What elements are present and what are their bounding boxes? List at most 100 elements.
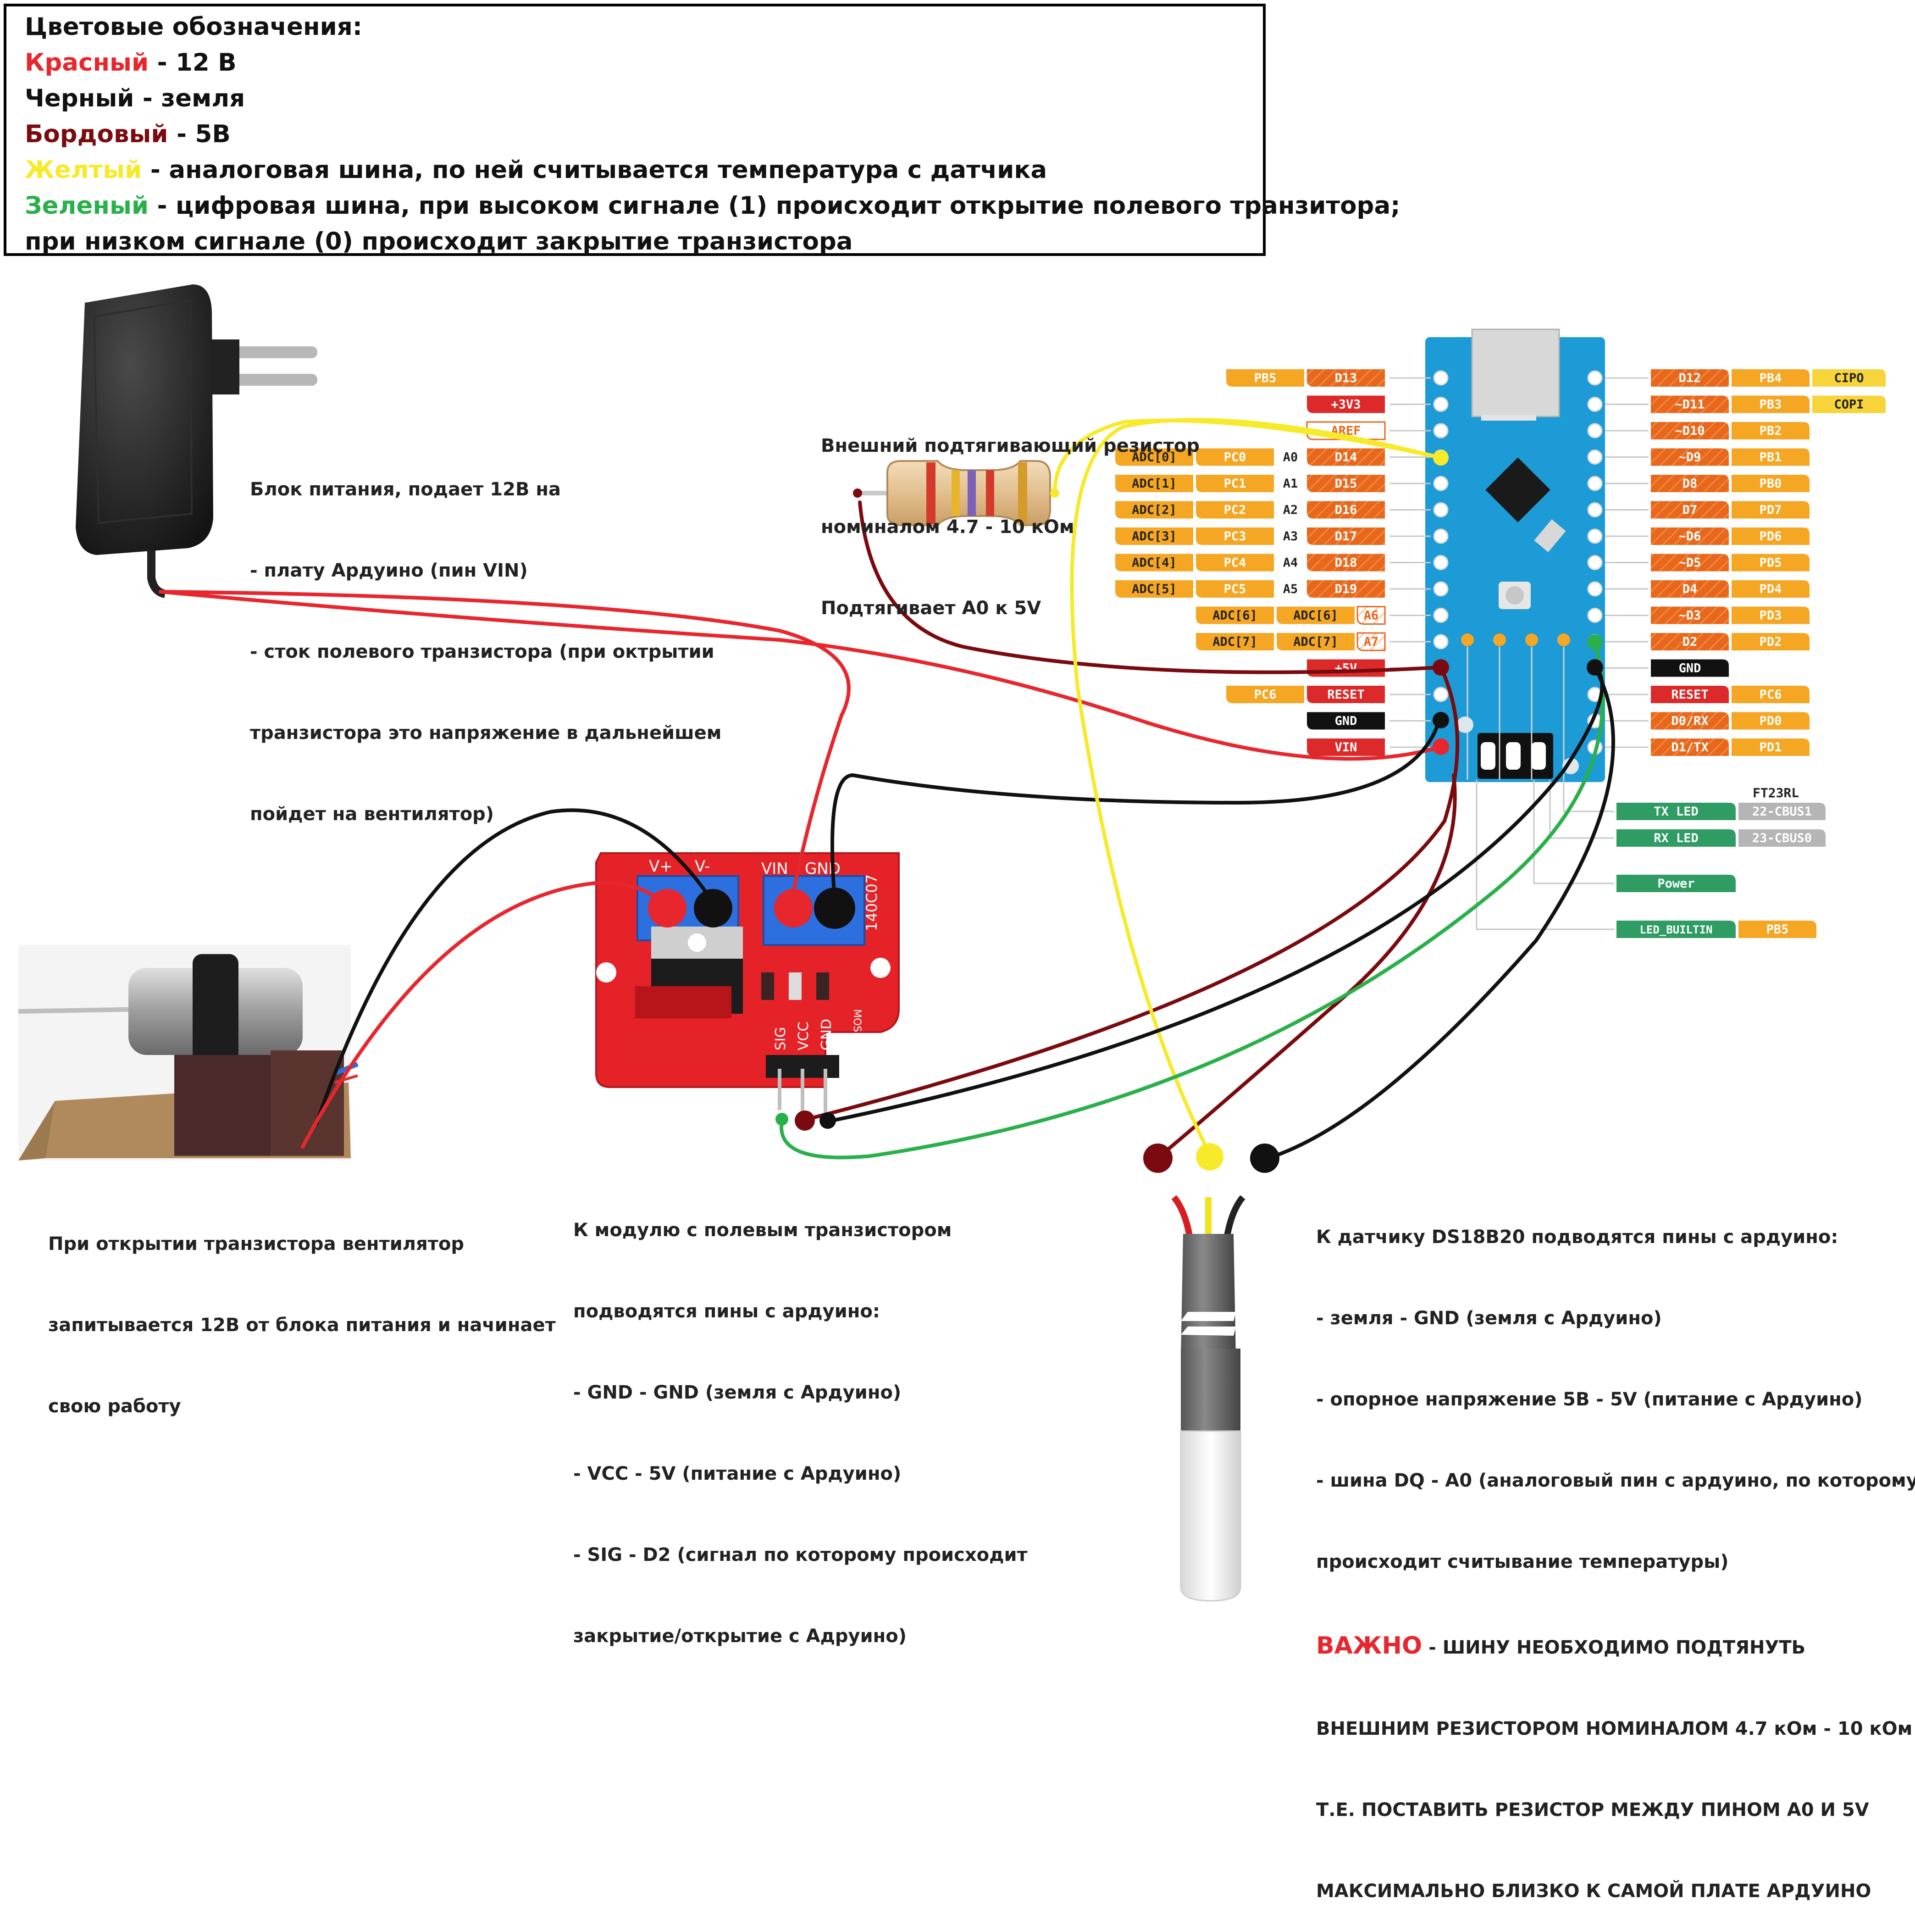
pin-label: RESET <box>1307 686 1385 703</box>
svg-text:A0: A0 <box>1283 450 1298 465</box>
wire-gnd-to-mosfet-gnd <box>830 716 1442 901</box>
pin-hole <box>1587 502 1603 517</box>
note-line: К модулю с полевым транзистором <box>573 1220 952 1241</box>
note-line: - сток полевого транзистора (при октрыти… <box>250 641 714 662</box>
note-line: подводятся пины с ардуино: <box>573 1301 880 1322</box>
svg-text:D18: D18 <box>1335 556 1357 570</box>
svg-text:A2: A2 <box>1283 503 1298 517</box>
pin-hole <box>1433 397 1449 412</box>
mount-hole <box>1562 758 1579 774</box>
svg-text:23-CBUS0: 23-CBUS0 <box>1752 831 1812 845</box>
pin-label: LED_BUILTIN <box>1616 921 1736 938</box>
resistor-note: Внешний подтягивающий резистор номиналом… <box>821 378 1200 649</box>
dot-board-gnd-right <box>1587 659 1603 676</box>
pin-label: D14 <box>1307 448 1385 466</box>
led-dot <box>1525 633 1538 646</box>
icsp-pin <box>1506 742 1521 770</box>
power-supply-note: Блок питания, подает 12В на - плату Арду… <box>250 422 721 855</box>
dot-mosfet-vplus <box>648 889 686 927</box>
dot-probe-5v <box>1143 1144 1173 1173</box>
pin-label: A0 <box>1277 448 1304 466</box>
pin-label: D0/RX <box>1651 712 1729 730</box>
wire-5v-to-resistor <box>858 500 1442 674</box>
svg-text:D19: D19 <box>1335 582 1357 596</box>
pin-hole <box>1587 397 1603 412</box>
legend-item-black: Черный - земля <box>25 81 1245 117</box>
pin-hole <box>1587 528 1603 544</box>
pin-hole <box>1587 370 1603 386</box>
pin-label: VIN <box>1307 738 1385 756</box>
legend-desc-black: Черный - земля <box>25 84 245 112</box>
pin-hole <box>1433 476 1449 491</box>
svg-text:PB5: PB5 <box>1766 922 1789 937</box>
wire-5v-to-mosfet-vcc <box>805 666 1460 1121</box>
svg-text:GND: GND <box>1335 714 1357 728</box>
svg-text:A4: A4 <box>1283 556 1298 570</box>
color-legend: Цветовые обозначения: Красный - 12 В Чер… <box>4 4 1400 256</box>
svg-text:ADC[1]: ADC[1] <box>1132 477 1177 491</box>
pin-label: CIPO <box>1812 369 1886 387</box>
svg-text:22-CBUS1: 22-CBUS1 <box>1752 805 1812 819</box>
pin-label: D16 <box>1307 501 1385 519</box>
pin-label: PB5 <box>1226 369 1304 387</box>
svg-text:PC6: PC6 <box>1760 688 1782 702</box>
pin-label: ADC[7] <box>1277 633 1355 650</box>
power-adapter-picture <box>76 284 317 598</box>
svg-text:TX LED: TX LED <box>1654 805 1699 819</box>
pin-label: RX LED <box>1616 829 1736 847</box>
svg-text:ADC[7]: ADC[7] <box>1293 635 1338 649</box>
pin-label: PD4 <box>1732 580 1810 598</box>
svg-text:PD7: PD7 <box>1760 503 1782 517</box>
svg-text:D16: D16 <box>1335 503 1357 517</box>
pin-hole <box>1587 555 1603 570</box>
svg-text:D15: D15 <box>1335 477 1357 491</box>
pin-hole <box>1433 687 1449 702</box>
svg-text:~D10: ~D10 <box>1675 424 1705 438</box>
note-line: закрытие/открытие с Адруино) <box>573 1626 907 1647</box>
dot-board-a0 <box>1433 450 1449 466</box>
svg-text:A1: A1 <box>1283 477 1298 491</box>
pin-hole <box>1587 476 1603 491</box>
svg-text:PC6: PC6 <box>1254 688 1277 702</box>
note-line: При открытии транзистора вентилятор <box>48 1233 465 1255</box>
svg-text:RESET: RESET <box>1327 688 1364 702</box>
wires <box>159 418 1615 1160</box>
pin-label: PB3 <box>1732 395 1810 413</box>
dot-mosfet-vminus <box>694 889 732 927</box>
wire-gnd-to-mosfet-pin <box>826 666 1604 1123</box>
legend-item-green: Зеленый - цифровая шина, при высоком сиг… <box>25 188 1400 224</box>
fan-motor-picture <box>18 945 359 1160</box>
legend-item-burgundy: Бордовый - 5В <box>25 117 1245 152</box>
pin-label: A7 <box>1356 632 1386 651</box>
svg-text:LED_BUILTIN: LED_BUILTIN <box>1640 923 1713 936</box>
legend-title: Цветовые обозначения: <box>25 13 362 41</box>
svg-text:A5: A5 <box>1283 582 1298 596</box>
pin-label: RESET <box>1651 686 1729 703</box>
note-line: - GND - GND (земля с Ардуино) <box>573 1382 902 1403</box>
wiring-diagram: V+ V- VIN GND 140C07 SIG VCC GND MOS Mod… <box>4 4 1915 1902</box>
mosfet-label-vin: VIN <box>761 860 788 878</box>
note-line: - VCC - 5V (питание с Ардуино) <box>573 1463 902 1484</box>
dot-probe-dq <box>1196 1143 1223 1171</box>
pin-label: ADC[3] <box>1115 527 1193 545</box>
svg-text:PC3: PC3 <box>1224 529 1246 544</box>
pin-label: D15 <box>1307 475 1385 492</box>
pin-label: A6 <box>1356 606 1386 625</box>
pin-hole <box>1433 423 1449 439</box>
legend-color-green: Зеленый <box>25 192 149 220</box>
note-line: пойдет на вентилятор) <box>250 804 494 825</box>
legend-desc-yellow: - аналоговая шина, по ней считывается те… <box>142 156 1047 184</box>
note-line: транзистора это напряжение в дальнейшем <box>250 722 722 744</box>
svg-text:VIN: VIN <box>1335 740 1357 755</box>
important-line: ВНЕШНИМ РЕЗИСТОРОМ НОМИНАЛОМ 4.7 кОм - 1… <box>1316 1718 1913 1739</box>
svg-text:PB1: PB1 <box>1760 450 1782 465</box>
svg-text:~D11: ~D11 <box>1675 398 1705 412</box>
pin-label: PB0 <box>1732 475 1810 492</box>
arduino-pinout-bottom: TX LED 22-CBUS1 RX LED 23-CBUS0PowerLED_BUI… <box>1476 780 1826 938</box>
pin-label: Power <box>1616 875 1736 892</box>
dot-board-gnd-left <box>1433 712 1449 728</box>
pin-label: D12 <box>1651 369 1729 387</box>
pin-label: A3 <box>1277 527 1304 545</box>
mosfet-module-label: MOS Module <box>851 1009 863 1072</box>
svg-text:PD4: PD4 <box>1760 582 1782 596</box>
